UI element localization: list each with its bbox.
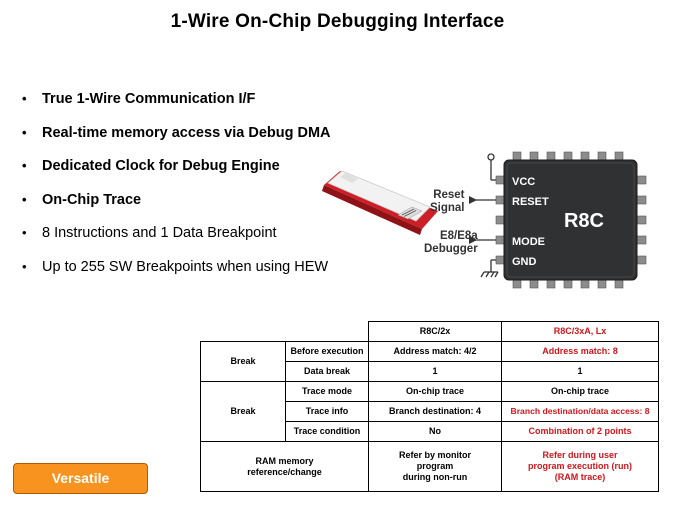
table-cell: Refer during user program execution (run… [501, 441, 659, 492]
table-cell: Address match: 4/2 [368, 341, 502, 362]
table-row: Trace condition No Combination of 2 poin… [201, 421, 659, 442]
feature-item: Dedicated Clock for Debug Engine [22, 155, 331, 189]
table-cell: Address match: 8 [501, 341, 659, 362]
break-group-label: Break [200, 381, 286, 442]
pin-mode-label: MODE [512, 236, 545, 248]
table-cell: On-chip trace [501, 381, 659, 402]
feature-item: 8 Instructions and 1 Data Breakpoint [22, 222, 331, 256]
table-cell: Refer by monitor program during non-run [368, 441, 502, 492]
row-label: Data break [285, 361, 369, 382]
feature-item: On-Chip Trace [22, 189, 331, 223]
table-row: Break Before execution Address match: 4/… [200, 341, 659, 382]
table-cell: No [368, 421, 502, 442]
slide-title: 1-Wire On-Chip Debugging Interface [170, 11, 505, 32]
table-cell: Branch destination: 4 [368, 401, 502, 422]
debugger-label: E8/E8a Debugger [424, 230, 478, 255]
pin-reset-label: RESET [512, 196, 549, 208]
row-label: Before execution [285, 341, 369, 362]
table-header-row: R8C/2x R8C/3xA, Lx [201, 321, 659, 342]
versatile-button[interactable]: Versatile [13, 463, 148, 494]
row-label: Trace condition [285, 421, 369, 442]
feature-item: Real-time memory access via Debug DMA [22, 122, 331, 156]
table-cell: 1 [368, 361, 502, 382]
feature-item: True 1-Wire Communication I/F [22, 88, 331, 122]
comparison-table: R8C/2x R8C/3xA, Lx Break Before executio… [200, 321, 659, 492]
row-label: Trace mode [285, 381, 369, 402]
e8-debugger-image [322, 170, 438, 235]
table-row: Break Trace mode On-chip trace On-chip t… [200, 381, 659, 442]
table-cell: 1 [501, 361, 659, 382]
feature-list: True 1-Wire Communication I/F Real-time … [22, 88, 331, 289]
pin-gnd-label: GND [512, 256, 537, 268]
reset-signal-label: Reset Signal [430, 189, 465, 214]
col-header-r8c2x: R8C/2x [368, 321, 502, 342]
r8c-chip-diagram: VCC RESET MODE GND R8C [469, 151, 647, 289]
table-cell: Branch destination/data access: 8 [501, 401, 659, 422]
table-cell: Combination of 2 points [501, 421, 659, 442]
chip-name: R8C [564, 210, 604, 232]
pin-vcc-label: VCC [512, 176, 535, 188]
row-label: RAM memory reference/change [200, 441, 369, 492]
table-row: Trace info Branch destination: 4 Branch … [201, 401, 659, 422]
break-group-label: Break [200, 341, 286, 382]
col-header-r8c3x: R8C/3xA, Lx [501, 321, 659, 342]
table-row: RAM memory reference/change Refer by mon… [200, 441, 659, 492]
table-cell: On-chip trace [368, 381, 502, 402]
feature-item: Up to 255 SW Breakpoints when using HEW [22, 256, 331, 290]
row-label: Trace info [285, 401, 369, 422]
